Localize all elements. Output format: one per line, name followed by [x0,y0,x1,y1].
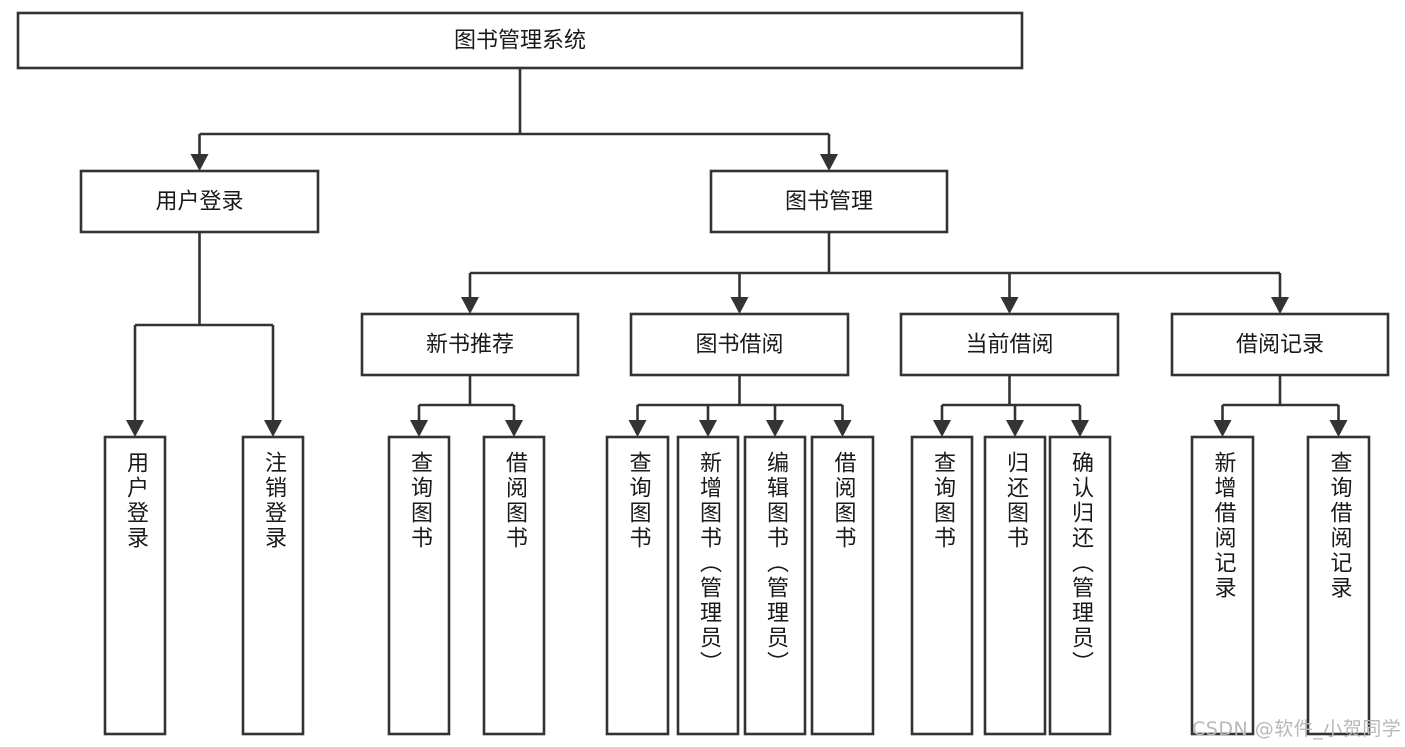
node-box[interactable] [676,435,740,736]
arrow-head-icon [933,420,951,437]
node-box[interactable] [79,169,320,234]
node-leaf[interactable] [743,435,807,736]
connectors-layer [126,68,1348,437]
node-label: 当前借阅 [965,333,1053,358]
arrow-head-icon [1271,297,1289,314]
node-box[interactable] [241,435,305,736]
arrow-head-icon [699,420,717,437]
node-box[interactable] [1170,312,1390,377]
node-leaf[interactable] [1190,435,1255,736]
arrow-head-icon [410,420,428,437]
node-box[interactable] [1048,435,1112,736]
node-leaf[interactable] [241,435,305,736]
csdn-watermark: CSDN @软件_小贺同学 [1192,718,1402,740]
node-level3[interactable]: 新书推荐 [360,312,580,377]
node-leaf[interactable] [387,435,451,736]
node-box[interactable] [709,169,949,234]
node-level2[interactable]: 用户登录 [79,169,320,234]
node-box[interactable] [16,11,1024,70]
arrow-head-icon [126,420,144,437]
node-box[interactable] [910,435,974,736]
node-level3[interactable]: 当前借阅 [899,312,1120,377]
node-box[interactable] [1190,435,1255,736]
arrow-head-icon [461,297,479,314]
node-box[interactable] [482,435,546,736]
node-label: 用户登录 [155,190,243,215]
node-box[interactable] [629,312,850,377]
node-leaf[interactable] [103,435,167,736]
arrow-head-icon [628,420,647,437]
node-leaf[interactable] [676,435,740,736]
node-box[interactable] [743,435,807,736]
node-label: 图书借阅 [695,333,783,358]
node-level3[interactable]: 借阅记录 [1170,312,1390,377]
node-level2[interactable]: 图书管理 [709,169,949,234]
arrow-head-icon [1329,420,1348,437]
arrow-head-icon [730,297,749,314]
arrow-head-icon [833,420,852,437]
arrow-head-icon [1213,420,1232,437]
arrow-head-icon [505,420,523,437]
node-leaf[interactable] [983,435,1047,736]
arrow-head-icon [766,420,784,437]
node-leaf[interactable] [605,435,670,736]
arrow-head-icon [190,154,209,171]
node-leaf[interactable] [1048,435,1112,736]
node-label: 图书管理系统 [454,29,586,54]
arrow-head-icon [1006,420,1024,437]
node-label: 借阅记录 [1236,333,1324,358]
node-label: 新书推荐 [426,333,514,358]
node-box[interactable] [899,312,1120,377]
node-root[interactable]: 图书管理系统 [16,11,1024,70]
node-box[interactable] [387,435,451,736]
node-leaf[interactable] [910,435,974,736]
arrow-head-icon [820,154,838,171]
node-leaf[interactable] [810,435,875,736]
node-box[interactable] [983,435,1047,736]
node-box[interactable] [103,435,167,736]
node-leaf[interactable] [1306,435,1371,736]
arrow-head-icon [1000,297,1019,314]
arrow-head-icon [1071,420,1089,437]
arrow-head-icon [264,420,282,437]
node-box[interactable] [1306,435,1371,736]
node-level3[interactable]: 图书借阅 [629,312,850,377]
node-box[interactable] [360,312,580,377]
node-box[interactable] [605,435,670,736]
node-leaf[interactable] [482,435,546,736]
node-label: 图书管理 [785,190,873,215]
node-box[interactable] [810,435,875,736]
